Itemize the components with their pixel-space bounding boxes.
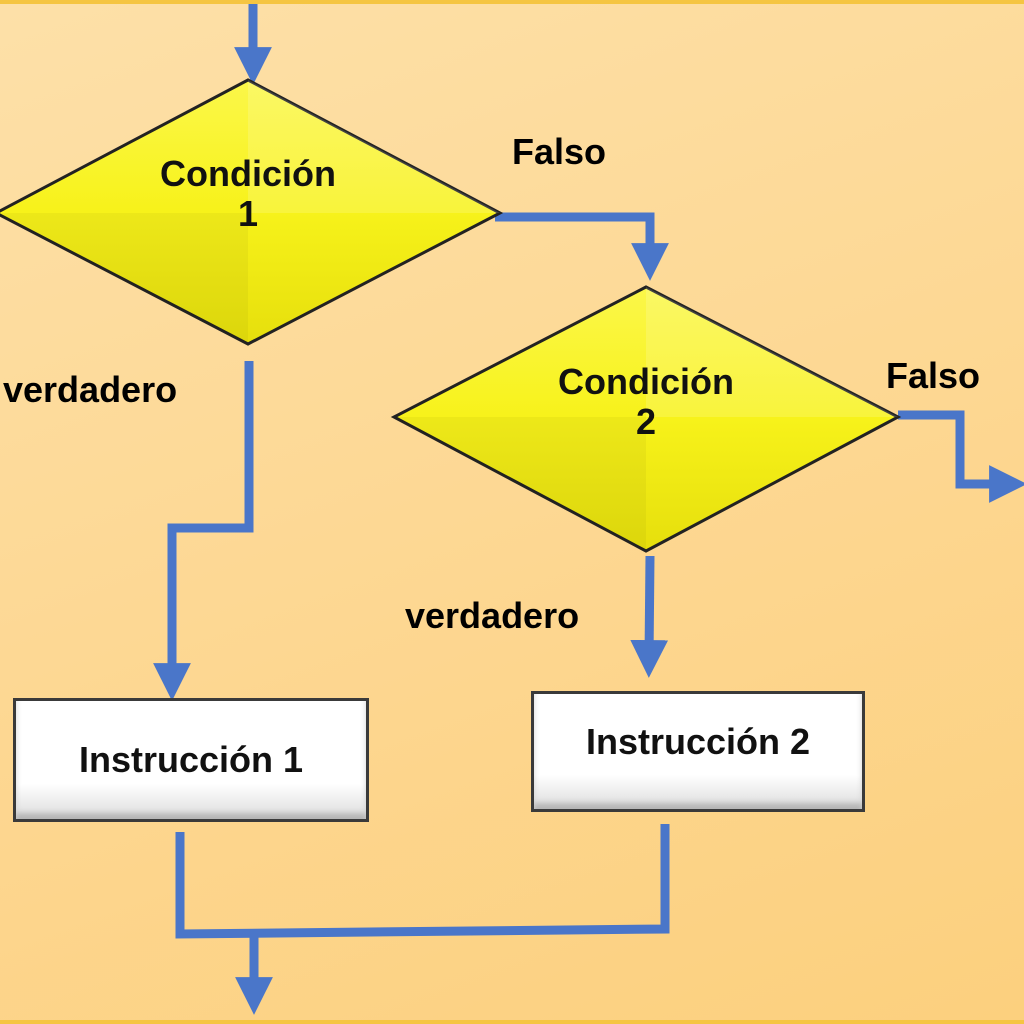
decision-2-shape xyxy=(390,285,902,553)
instruction-2-label: Instrucción 2 xyxy=(585,720,811,762)
d1-false-label: Falso xyxy=(512,131,607,172)
decision-1-label: Condición 1 xyxy=(128,154,368,234)
flowchart-graphics xyxy=(0,4,1024,1015)
instruction-1-label: Instrucción 1 xyxy=(78,739,304,780)
connector-merge xyxy=(175,824,670,939)
d2-true-label: verdadero xyxy=(405,595,580,636)
instruction-1-box: Instrucción 1 xyxy=(13,698,369,822)
decision-1-line1: Condición xyxy=(160,153,336,194)
d2-false-label: Falso xyxy=(886,355,981,396)
d1-true-label: verdadero xyxy=(3,369,178,410)
decision-2-line2: 2 xyxy=(635,401,657,442)
decision-1-shape xyxy=(0,78,504,346)
connector-d2-true xyxy=(630,555,669,678)
decision-2-label: Condición 2 xyxy=(526,362,766,442)
connector-d1-false xyxy=(495,212,669,281)
instruction-2-box: Instrucción 2 xyxy=(531,691,865,812)
decision-1-line2: 1 xyxy=(237,193,259,234)
connector-d1-true xyxy=(153,361,254,701)
decision-2-line1: Condición xyxy=(558,361,734,402)
connector-d2-false xyxy=(898,410,1024,503)
